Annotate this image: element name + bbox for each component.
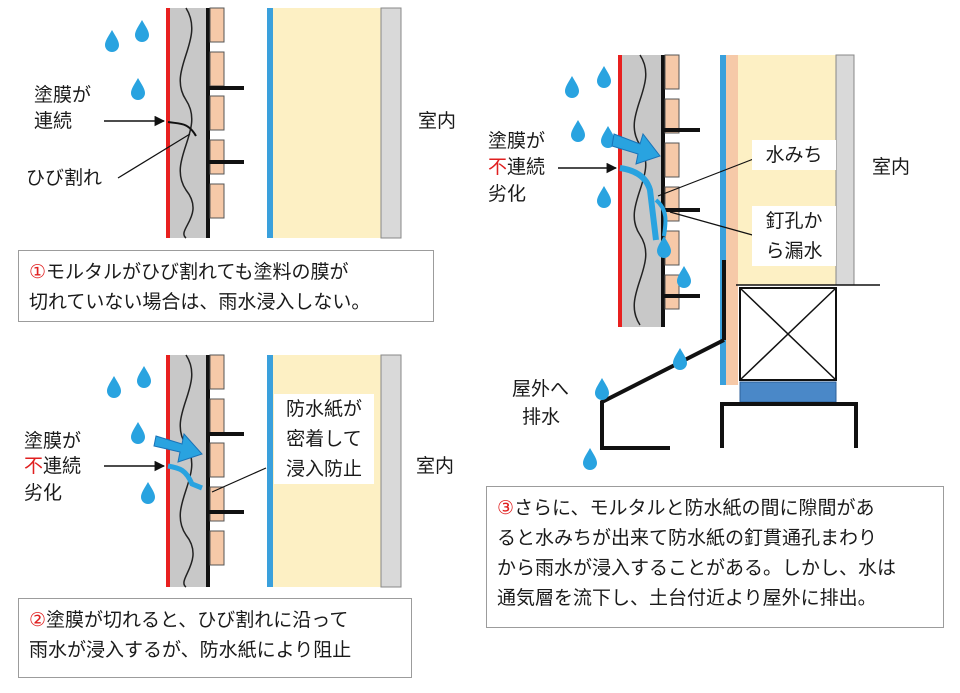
panel3-caption-line4: 通気層を流下し、土台付近より屋外に排出。 — [497, 587, 877, 609]
panel3-foundation-packing — [739, 381, 837, 403]
panel3-mortar — [620, 55, 662, 327]
panel2-caption-number: ② — [29, 609, 47, 631]
panel3-nail-line2: ら漏水 — [765, 240, 823, 262]
panel3-caption-line2: ると水みちが出来て防水紙の釘貫通孔まわり — [497, 527, 878, 549]
panel1-caption-text1: モルタルがひび割れても塗料の膜が — [46, 261, 349, 283]
panel3-indoor-label: 室内 — [872, 156, 911, 178]
panel1-coating-state-label: 連続 — [34, 110, 73, 132]
panel1-caption-line1: ①モルタルがひび割れても塗料の膜が — [29, 257, 423, 287]
panel1-board — [267, 8, 273, 238]
panel2-mortar — [168, 355, 206, 587]
panel2-continuous-label: 連続 — [43, 455, 82, 477]
panel3-caption-line3: から雨水が浸入することがある。しかし、水は — [497, 557, 897, 579]
panel2-coating-state-label: 不連続 — [24, 453, 81, 480]
panel3-nail-line1: 釘孔か — [765, 210, 823, 232]
panel1-section — [104, 7, 402, 239]
panel3-nail-note: 釘孔か ら漏水 — [752, 206, 836, 266]
panel1-rain-drops — [105, 20, 149, 100]
panel3-caption-line1: ③さらに、モルタルと防水紙の間に隙間があ — [497, 493, 933, 523]
panel3-drain-label-1: 屋外へ — [512, 378, 570, 400]
panel1-indoor-label: 室内 — [418, 110, 457, 132]
panel2-interior-wall — [380, 354, 402, 588]
panel3-foundation — [720, 402, 858, 448]
panel1-crack-leader — [117, 133, 191, 179]
panel1-caption: ①モルタルがひび割れても塗料の膜が 切れていない場合は、雨水浸入しない。 — [18, 250, 434, 322]
panel3-nail-leader — [669, 211, 757, 237]
panel2-degraded-label: 劣化 — [24, 482, 63, 504]
panel2-caption-line1: ②塗膜が切れると、ひび割れに沿って — [29, 605, 401, 635]
panel1-caption-number: ① — [29, 261, 47, 283]
panel3-drain-label-2: 排水 — [522, 406, 561, 428]
panel2-note-line3: 浸入防止 — [285, 458, 362, 480]
panel3-degraded-label: 劣化 — [488, 183, 527, 205]
panel2-note-leader — [211, 467, 267, 493]
panel2-battens — [209, 354, 225, 566]
panel2-water-path — [167, 463, 203, 491]
panel2-coating-label: 塗膜が — [24, 430, 82, 452]
panel1-interior-wall — [380, 7, 402, 239]
panel3-interior-wall — [835, 54, 855, 286]
panel2-board — [267, 355, 273, 587]
panel2-caption-text1: 塗膜が切れると、ひび割れに沿って — [46, 609, 349, 631]
panel3-stud — [726, 55, 738, 385]
panel3-lath-wire — [633, 54, 647, 326]
panel3-board — [720, 55, 726, 385]
panel1-insulation — [273, 8, 381, 238]
panel1-coating-label: 塗膜が — [34, 84, 92, 106]
panel3-sill-beam — [739, 287, 837, 381]
panel3-not-label: 不 — [488, 156, 508, 178]
panel2-rain-drops — [107, 366, 155, 504]
panel3-continuous-label: 連続 — [507, 156, 546, 178]
panel3-battens — [664, 54, 680, 310]
panel1-battens — [209, 7, 225, 219]
panel2-note-line1: 防水紙が — [285, 398, 362, 420]
panel3-water-path — [619, 165, 659, 241]
panel3-water-arrow — [611, 132, 661, 165]
panel3-coating-state-label: 不連続 — [488, 154, 545, 181]
panel3-waterpath-leader — [657, 157, 757, 197]
panel2-not-label: 不 — [24, 455, 44, 477]
panel3-water-path — [654, 198, 668, 237]
panel3-drain-flashing — [600, 338, 725, 450]
panel2-note-line2: 密着して — [286, 428, 362, 450]
panel1-caption-line2: 切れていない場合は、雨水浸入しない。 — [29, 291, 371, 313]
panel2-caption-line2: 雨水が浸入するが、防水紙により阻止 — [29, 639, 352, 661]
panel3-coating-label: 塗膜が — [488, 130, 546, 152]
panel2-water-arrow — [153, 432, 203, 463]
panel1-crack — [167, 121, 197, 137]
panel1-crack-label: ひび割れ — [26, 167, 103, 189]
panel2-caption: ②塗膜が切れると、ひび割れに沿って 雨水が浸入するが、防水紙により阻止 — [18, 598, 412, 678]
panel3-waterpath-label: 水みち — [752, 140, 836, 170]
panel3-caption-text1: さらに、モルタルと防水紙の間に隙間があ — [514, 497, 875, 519]
panel2-note: 防水紙が 密着して 浸入防止 — [274, 394, 374, 484]
panel3-caption-number: ③ — [497, 497, 515, 519]
panel3-caption: ③さらに、モルタルと防水紙の間に隙間があ ると水みちが出来て防水紙の釘貫通孔まわ… — [486, 486, 944, 628]
panel2-indoor-label: 室内 — [416, 455, 455, 477]
